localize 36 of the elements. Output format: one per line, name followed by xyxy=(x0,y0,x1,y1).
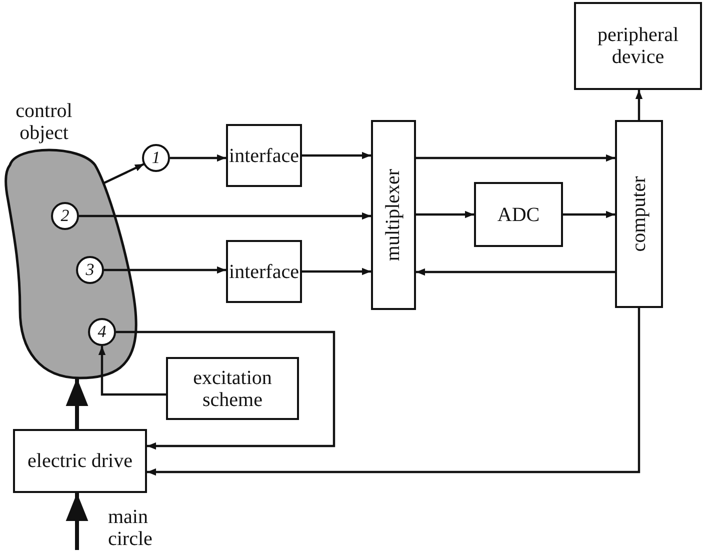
process-box xyxy=(371,120,416,310)
node-heading: control object xyxy=(14,100,74,144)
input-label: main circle xyxy=(108,506,154,550)
box-label: electric drive xyxy=(28,450,132,472)
process-box xyxy=(13,429,147,493)
process-box xyxy=(226,240,302,303)
box-label: interface xyxy=(229,260,299,282)
arrow xyxy=(170,154,226,162)
box-label: interface xyxy=(229,144,299,166)
process-box xyxy=(574,2,702,90)
box-label: excitation scheme xyxy=(192,366,273,410)
arrow xyxy=(116,330,336,450)
arrow xyxy=(563,210,615,218)
numbered-circle: 1 xyxy=(142,144,170,172)
arrow xyxy=(416,268,615,276)
process-box xyxy=(615,120,663,308)
arrow xyxy=(79,212,371,220)
arrow xyxy=(98,346,166,396)
box-label: computer xyxy=(628,176,650,252)
control-object-shape xyxy=(4,100,140,382)
arrow xyxy=(104,163,144,184)
arrow xyxy=(302,152,371,160)
arrow xyxy=(104,266,226,274)
process-box xyxy=(166,357,299,420)
arrow xyxy=(66,378,88,429)
box-label: peripheral device xyxy=(596,24,680,68)
process-box xyxy=(474,182,563,247)
arrow xyxy=(416,210,474,218)
arrow xyxy=(416,154,615,162)
box-label: multiplexer xyxy=(382,168,404,262)
arrow xyxy=(635,90,643,120)
arrow xyxy=(66,493,88,550)
arrow xyxy=(302,268,371,276)
arrow xyxy=(147,308,640,476)
process-box xyxy=(226,124,302,187)
box-label: ADC xyxy=(497,204,540,226)
